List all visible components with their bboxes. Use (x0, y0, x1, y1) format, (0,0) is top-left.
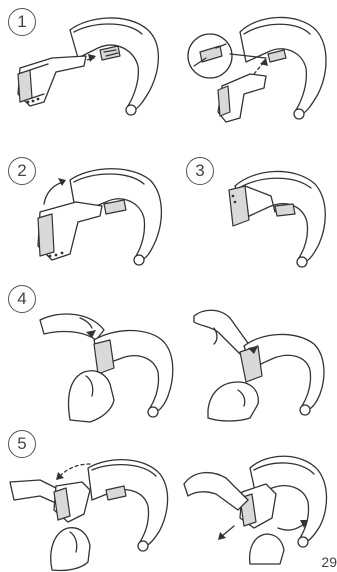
step-5-number: 5 (17, 434, 26, 454)
step-5-pivot-illustration (180, 440, 335, 565)
page-number: 29 (321, 554, 337, 570)
step-4-slide-illustration (188, 300, 333, 425)
step-1-detail-illustration (180, 8, 335, 128)
step-4-press-illustration (30, 300, 180, 425)
step-3-number: 3 (195, 161, 204, 181)
step-3-badge: 3 (186, 157, 214, 185)
step-3-assembled-illustration (215, 162, 335, 272)
step-1-detach-illustration (8, 10, 168, 120)
step-2-number: 2 (17, 161, 26, 181)
step-4-number: 4 (17, 289, 26, 309)
step-2-attach-illustration (30, 162, 170, 272)
step-5-remove-illustration (8, 452, 173, 572)
